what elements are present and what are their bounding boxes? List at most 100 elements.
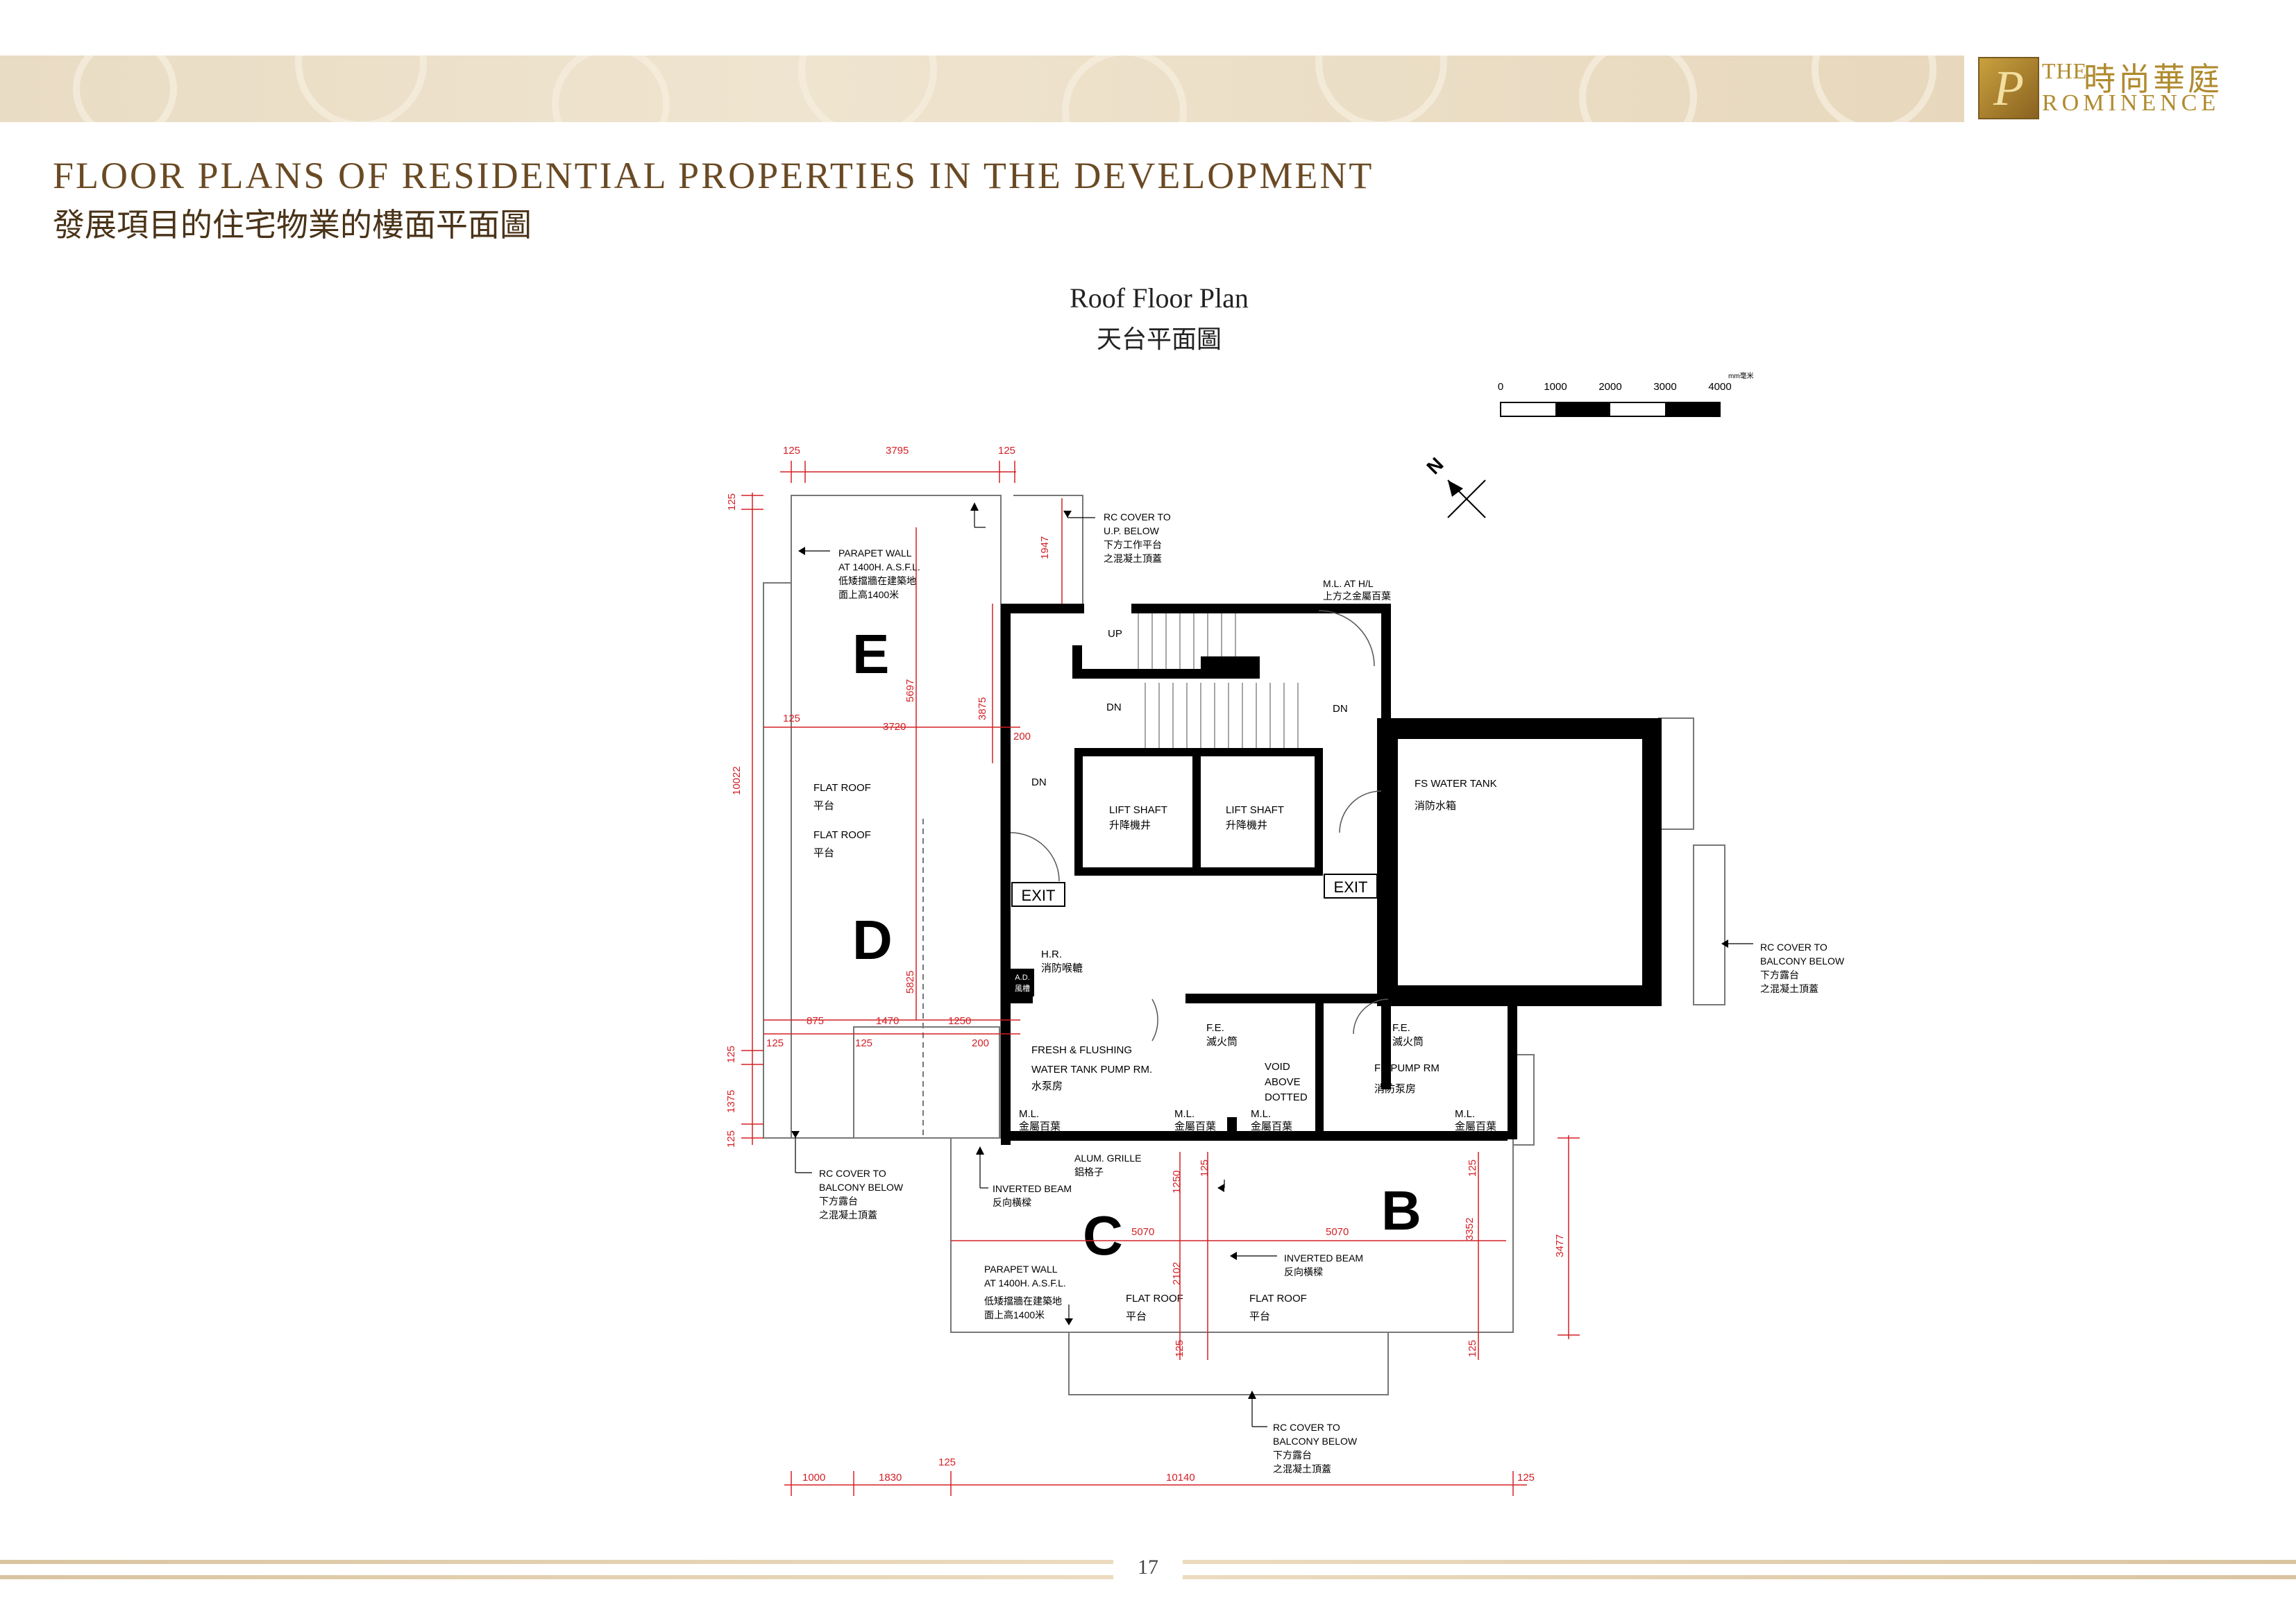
- lift-shaft-label: LIFT SHAFT: [1226, 804, 1284, 816]
- ad-box: [1011, 969, 1034, 996]
- pump-room-label: WATER TANK PUMP RM.: [1031, 1064, 1152, 1076]
- dimension-value: 5697: [904, 679, 916, 702]
- hose-reel-label-cn: 消防喉轆: [1041, 962, 1083, 974]
- fe-label: F.E.: [1206, 1022, 1224, 1034]
- ml-label-cn: 金屬百葉: [1455, 1121, 1496, 1132]
- dimension-value: 3477: [1554, 1234, 1566, 1257]
- page-number: 17: [1113, 1556, 1183, 1579]
- flat-roof-label: FLAT ROOF: [1126, 1293, 1183, 1305]
- fs-tank-label: FS WATER TANK: [1415, 778, 1497, 790]
- inverted-beam-note: INVERTED BEAM: [993, 1183, 1072, 1194]
- void-label: DOTTED: [1265, 1091, 1308, 1103]
- page-title-chinese: 發展項目的住宅物業的樓面平面圖: [53, 206, 532, 244]
- dimension-value: 1250: [1171, 1171, 1183, 1193]
- fe-label-cn: 滅火筒: [1206, 1036, 1238, 1048]
- fs-pump-label: FS PUMP RM: [1374, 1062, 1440, 1074]
- logo-mark: P: [1978, 57, 2039, 119]
- door-swings: [1010, 610, 1389, 1042]
- flat-letters: E D C B: [852, 623, 1421, 1266]
- fs-tank-inner: [1398, 748, 1641, 978]
- flat-c-label: C: [1083, 1205, 1123, 1266]
- dimension-value: 1830: [879, 1472, 902, 1484]
- ml-label-cn: 金屬百葉: [1019, 1121, 1061, 1132]
- fs-pump-label-cn: 消防泵房: [1374, 1083, 1416, 1095]
- dimension-value: 125: [1467, 1159, 1478, 1177]
- dimension-value: 125: [725, 1130, 737, 1148]
- ad-label-cn: 風槽: [1015, 984, 1030, 993]
- rc-cover-note: 下方工作平台: [1104, 539, 1162, 550]
- flat-roof-label: FLAT ROOF: [813, 782, 871, 794]
- dimension-lines: [741, 461, 1580, 1496]
- flat-d-label: D: [852, 909, 893, 971]
- rc-cover-note: 之混凝土頂蓋: [1104, 553, 1162, 564]
- plan-title-chinese: 天台平面圖: [1096, 325, 1222, 354]
- parapet-note: PARAPET WALL: [838, 547, 912, 559]
- rc-cover-note: RC COVER TO: [1760, 942, 1827, 953]
- hose-reel-label: H.R.: [1041, 949, 1062, 960]
- stair-label: DN: [1031, 776, 1047, 788]
- scale-tick: 3000: [1653, 381, 1676, 393]
- walls: [1001, 604, 1662, 1145]
- leader-lines: [795, 511, 1753, 1427]
- north-arrow-icon: N: [1422, 453, 1486, 518]
- lift-shaft-label-cn: 升降機井: [1226, 819, 1267, 831]
- dimension-value: 200: [1013, 731, 1031, 742]
- rc-cover-note: 下方露台: [1760, 969, 1799, 980]
- stairs: [1138, 613, 1299, 748]
- rc-cover-note: 之混凝土頂蓋: [1760, 983, 1818, 994]
- scale-bar: 0 1000 2000 3000 4000 mm毫米: [1498, 371, 1754, 417]
- rc-cover-note: U.P. BELOW: [1104, 525, 1160, 536]
- dimension-value: 5070: [1326, 1226, 1349, 1238]
- ad-label: A.D.: [1015, 974, 1029, 982]
- dimension-value: 125: [855, 1037, 872, 1049]
- dimension-value: 5825: [904, 971, 916, 994]
- logo-chinese: 時尚華庭: [2084, 60, 2222, 98]
- flat-roof-label-cn: 平台: [813, 800, 834, 812]
- header-band: [0, 56, 1964, 122]
- rc-cover-note: 之混凝土頂蓋: [1273, 1463, 1331, 1475]
- inverted-beam-note: 反向橫樑: [993, 1197, 1031, 1208]
- rc-cover-note: BALCONY BELOW: [1273, 1436, 1358, 1447]
- dimension-value: 125: [1517, 1472, 1535, 1484]
- stair-label: UP: [1108, 628, 1122, 640]
- ml-hl-note: M.L. AT H/L: [1323, 578, 1374, 589]
- flat-roof-label-cn: 平台: [813, 847, 834, 859]
- parapet-note: AT 1400H. A.S.F.L.: [838, 561, 920, 572]
- dimension-value: 875: [807, 1015, 824, 1027]
- exit-sign: [1324, 874, 1378, 899]
- exit-label: EXIT: [1334, 878, 1368, 896]
- dimension-value: 10022: [731, 766, 743, 795]
- pump-room-label: FRESH & FLUSHING: [1031, 1044, 1132, 1056]
- parapet-note: 面上高1400米: [838, 589, 899, 600]
- dimension-value: 1470: [876, 1015, 899, 1027]
- scale-tick: 1000: [1544, 381, 1567, 393]
- pump-room-label-cn: 水泵房: [1031, 1080, 1063, 1092]
- inverted-beam-note: INVERTED BEAM: [1284, 1252, 1363, 1264]
- ml-hl-note: 上方之金屬百葉: [1323, 590, 1391, 602]
- lift-shaft-label: LIFT SHAFT: [1109, 804, 1167, 816]
- flat-roof-label-cn: 平台: [1126, 1311, 1147, 1323]
- dimension-value: 125: [1174, 1340, 1185, 1357]
- dimension-value: 2102: [1171, 1262, 1183, 1285]
- rc-cover-note: 下方露台: [1273, 1450, 1312, 1461]
- alum-grille-note: 鋁格子: [1074, 1166, 1104, 1178]
- plan-title-english: Roof Floor Plan: [1070, 282, 1249, 314]
- rc-cover-note: BALCONY BELOW: [1760, 955, 1845, 967]
- ml-label: M.L.: [1455, 1108, 1475, 1120]
- stair-label: DN: [1106, 702, 1122, 713]
- swirl-pattern: [73, 56, 1936, 122]
- ml-label: M.L.: [1251, 1108, 1271, 1120]
- logo: P THE 時尚華庭 ROMINENCE: [1978, 54, 2242, 124]
- dimension-value: 125: [1199, 1159, 1210, 1177]
- parapet-note: AT 1400H. A.S.F.L.: [984, 1277, 1066, 1289]
- ml-label-cn: 金屬百葉: [1251, 1121, 1292, 1132]
- parapet-note: 面上高1400米: [984, 1309, 1045, 1320]
- dimension-value: 3795: [886, 445, 909, 457]
- alum-grille-note: ALUM. GRILLE: [1074, 1153, 1141, 1164]
- rc-cover-note: RC COVER TO: [819, 1168, 886, 1179]
- ml-label-cn: 金屬百葉: [1174, 1121, 1216, 1132]
- void-label: ABOVE: [1265, 1076, 1301, 1088]
- scale-tick: 4000: [1708, 381, 1731, 393]
- dimension-value: 125: [783, 445, 800, 457]
